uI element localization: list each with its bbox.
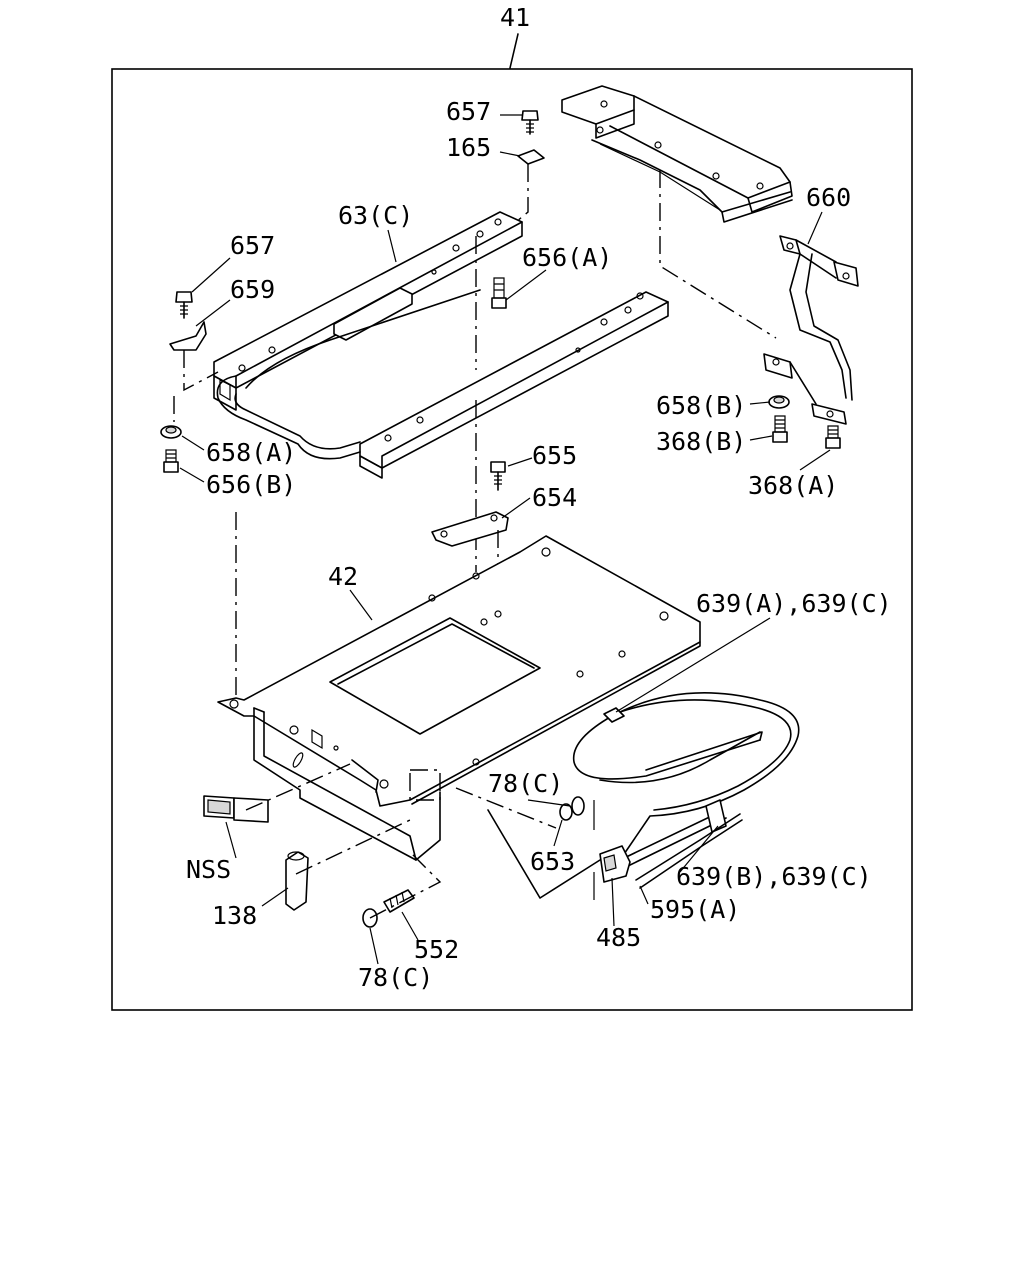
label-657-top: 657 — [446, 97, 491, 126]
label-660: 660 — [806, 183, 851, 212]
label-657-left: 657 — [230, 231, 275, 260]
label-595a: 595(A) — [650, 895, 740, 924]
dash-mount-area — [409, 769, 441, 801]
label-639b-639c: 639(B),639(C) — [676, 862, 872, 891]
label-42: 42 — [328, 562, 358, 591]
bolt-656a — [491, 277, 507, 309]
seat-frame-part — [561, 85, 793, 223]
dash-frame-bracket — [659, 170, 777, 339]
label-552: 552 — [414, 935, 459, 964]
bolt-656b — [163, 449, 179, 473]
bracket-659 — [169, 321, 207, 351]
release-lever-bar — [216, 375, 361, 460]
dash-nss — [245, 763, 351, 811]
label-368a: 368(A) — [748, 471, 838, 500]
dash-165-rail — [515, 164, 529, 223]
ring-653 — [559, 803, 573, 821]
assembly-number-label: 41 — [500, 3, 530, 32]
bolt-368a — [825, 425, 841, 449]
dash-659 — [183, 350, 219, 392]
label-63c: 63(C) — [338, 201, 413, 230]
label-165: 165 — [446, 133, 491, 162]
release-lever-bar-inner — [234, 393, 361, 450]
washer-165 — [517, 149, 545, 165]
dash-653 — [455, 787, 557, 829]
nut-658b — [768, 395, 790, 409]
slide-rail-lower — [359, 291, 669, 479]
label-656b: 656(B) — [206, 470, 296, 499]
assembly-leader — [509, 33, 519, 69]
nut-658a — [160, 425, 182, 439]
label-368b: 368(B) — [656, 427, 746, 456]
label-nss: NSS — [186, 855, 231, 884]
label-654: 654 — [532, 483, 577, 512]
dash-138 — [295, 819, 411, 875]
diagram-frame — [111, 68, 913, 1011]
ring-78c-right — [571, 796, 585, 816]
label-653: 653 — [530, 847, 575, 876]
label-659: 659 — [230, 275, 275, 304]
bracket-660 — [763, 235, 859, 425]
plate-654 — [431, 511, 509, 547]
label-485: 485 — [596, 923, 641, 952]
label-639a-639c: 639(A),639(C) — [696, 589, 892, 618]
label-655: 655 — [532, 441, 577, 470]
dash-552 — [369, 851, 442, 919]
pin-552 — [383, 889, 415, 913]
bolt-368b — [772, 415, 788, 443]
connector-485 — [599, 845, 631, 883]
label-658a: 658(A) — [206, 438, 296, 467]
label-138: 138 — [212, 901, 257, 930]
release-rod — [245, 289, 481, 389]
label-658b: 658(B) — [656, 391, 746, 420]
leader-lines — [179, 114, 831, 965]
bolt-655 — [490, 461, 506, 491]
label-656a: 656(A) — [522, 243, 612, 272]
label-78c-bottom: 78(C) — [358, 963, 433, 992]
bracket-outline-485 — [487, 809, 601, 899]
bolt-657-top — [521, 110, 539, 135]
bolt-657-left — [175, 291, 193, 319]
cover-138 — [285, 851, 309, 911]
base-plate-42 — [217, 535, 701, 861]
label-78c-right: 78(C) — [488, 769, 563, 798]
nss-label-strip — [203, 795, 269, 823]
